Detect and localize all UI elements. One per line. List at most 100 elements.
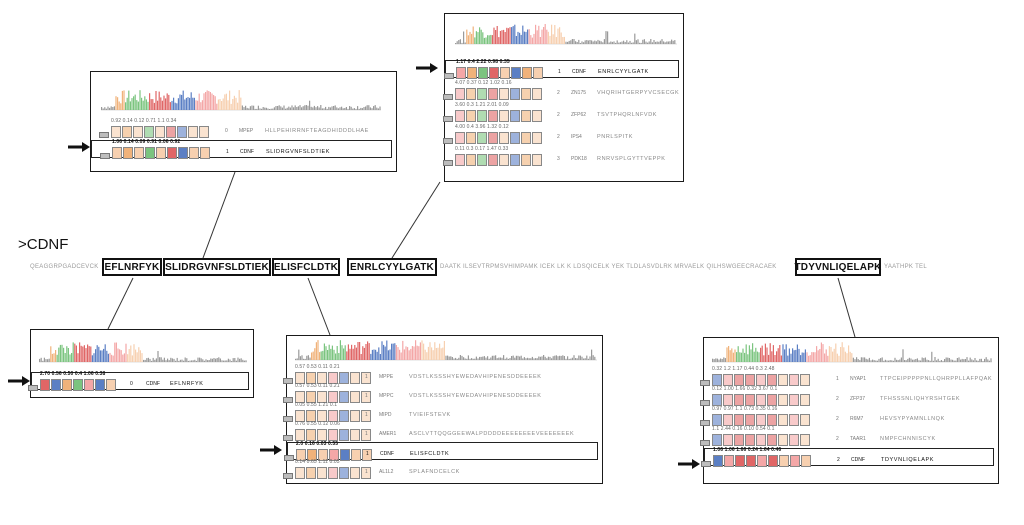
spectrum-peak: [979, 358, 981, 362]
score-cell: [40, 379, 50, 391]
peptide-box-enrlcyylgatk[interactable]: ENRLCYYLGATK: [347, 258, 437, 276]
spectrum-peak: [864, 357, 866, 362]
spectrum-peak: [463, 31, 465, 44]
spectrum-peak: [804, 349, 806, 362]
gray-block: [443, 138, 453, 144]
spectrum-peak: [133, 344, 135, 362]
spectrum-peak: [225, 93, 227, 110]
color-boxes: [455, 132, 543, 144]
spectrum-peak: [309, 100, 311, 110]
ms-spectrum: [101, 90, 381, 111]
peptide-box-elisfcldtk[interactable]: ELISFCLDTK: [272, 258, 340, 276]
spectrum-peak: [229, 359, 231, 362]
spectrum-peak: [963, 359, 965, 362]
spectrum-peak: [307, 355, 309, 360]
spectrum-peak: [237, 357, 239, 362]
spectrum-peak: [139, 90, 141, 110]
spectrum-peak: [536, 358, 538, 360]
spectrum-peak: [275, 106, 277, 110]
peptide-box-slidrgvnfsldtiek[interactable]: SLIDRGVNFSLDTIEK: [163, 258, 271, 276]
spectrum-peak: [341, 345, 343, 360]
gray-block: [700, 380, 710, 386]
spectrum-peak: [587, 358, 589, 360]
spectrum-peak: [429, 342, 431, 360]
spectrum-peak: [822, 344, 824, 362]
spectrum-peak: [768, 354, 770, 362]
color-boxes: [296, 449, 373, 461]
score-cell: [339, 429, 349, 441]
peptide-box-eflnrfyk[interactable]: EFLNRFYK: [102, 258, 162, 276]
spectrum-peak: [482, 356, 484, 360]
spectrum-peak: [501, 30, 503, 44]
spectrum-peak: [509, 27, 511, 44]
score-cell: [144, 126, 154, 138]
spectrum-peak: [966, 357, 968, 362]
spectrum-peak: [546, 29, 548, 44]
spectrum-peak: [99, 350, 101, 362]
spectrum-peak: [937, 358, 939, 362]
spectrum-peak: [50, 346, 52, 362]
spectrum-peak: [503, 355, 505, 360]
spectrum-peak: [832, 351, 834, 362]
spectrum-peak: [976, 360, 978, 362]
spectrum-peak: [787, 355, 789, 362]
spectrum-peak: [674, 40, 676, 44]
spectrum-peak: [408, 350, 410, 360]
gray-block: [700, 400, 710, 406]
spectrum-peak: [579, 355, 581, 360]
protein-name: TAAR1: [850, 436, 866, 442]
spectrum-peak: [503, 29, 505, 44]
spectrum-peak: [242, 359, 244, 362]
spectrum-peak: [560, 355, 562, 360]
score-cell: [177, 126, 187, 138]
spectrum-peak: [720, 358, 722, 362]
spectrum-peak: [551, 24, 553, 44]
spectrum-peak: [199, 357, 201, 362]
spectrum-peak: [197, 357, 199, 362]
score-cell: [350, 372, 360, 384]
spectrum-peak: [980, 358, 982, 362]
spectrum-peak: [718, 359, 720, 362]
spectrum-peak: [155, 358, 157, 362]
spectrum-peak: [671, 39, 673, 44]
rank-label: 1: [836, 376, 839, 382]
spectrum-peak: [848, 345, 850, 362]
spectrum-peak: [317, 340, 319, 360]
spectrum-peak: [411, 346, 413, 360]
spectrum-peak: [315, 107, 317, 110]
spectrum-peak: [854, 359, 856, 362]
spectrum-peak: [51, 353, 53, 362]
spectrum-peak: [208, 360, 210, 362]
spectrum-peak: [56, 354, 58, 362]
score-values: 4.00 0.4 3.96 1.32 0.12: [455, 124, 509, 130]
score-cell: [532, 132, 542, 144]
peptide-box-tdyvnliqelapk[interactable]: TDYVNLIQELAPK: [794, 258, 881, 276]
spectrum-peak: [504, 358, 506, 360]
spectrum-peak: [216, 358, 218, 362]
ms-spectrum: [712, 342, 992, 363]
spectrum-peak: [506, 357, 508, 360]
spectrum-peak: [595, 41, 597, 44]
spectrum-peak: [200, 102, 202, 110]
spectrum-peak: [565, 41, 567, 44]
spectrum-peak: [592, 41, 594, 44]
color-boxes: [111, 126, 210, 138]
spectrum-peak: [830, 347, 832, 362]
spectrum-peak: [605, 31, 607, 44]
score-cell: [361, 429, 371, 441]
score-cell: [361, 372, 371, 384]
spectrum-peak: [424, 349, 426, 360]
spectrum-peak: [165, 98, 167, 110]
sequence-line: QEAGGRPGADCEVCK EFLNRFYK SLIDRGVNFSLDTIE…: [0, 258, 1024, 278]
score-cell: [532, 110, 542, 122]
spectrum-peak: [755, 347, 757, 362]
spectrum-peak: [317, 106, 319, 110]
spectrum-peak: [624, 42, 626, 44]
spectrum-peak: [377, 108, 379, 110]
gray-block: [100, 153, 110, 159]
score-cell: [478, 67, 488, 79]
spectrum-peak: [419, 342, 421, 360]
spectrum-peak: [656, 41, 658, 44]
color-boxes: [712, 434, 811, 446]
